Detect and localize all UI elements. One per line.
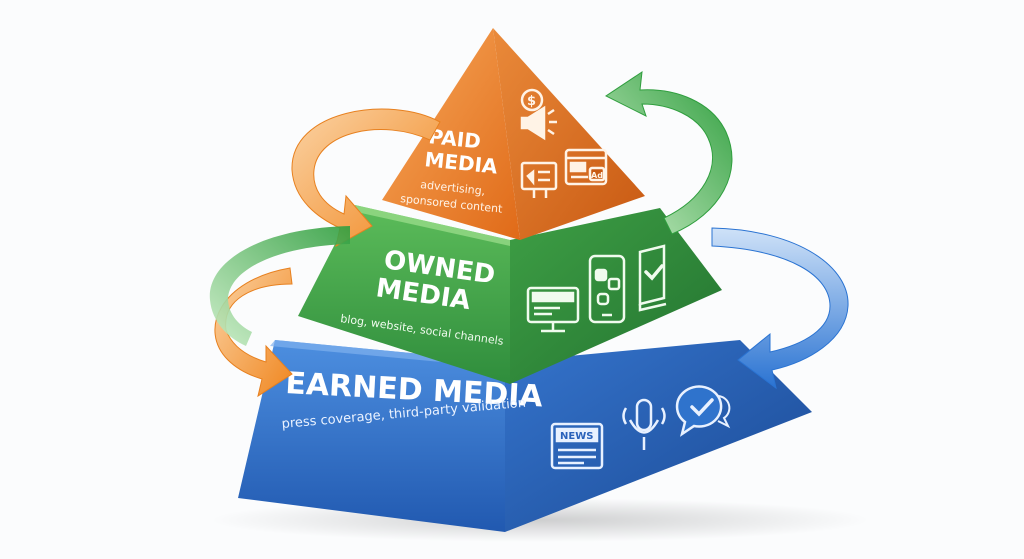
browser-ad-icon: Ad xyxy=(564,148,608,186)
earned-front-face xyxy=(238,340,505,532)
paid-front-face xyxy=(382,28,520,240)
book-check-icon xyxy=(638,244,667,312)
smartphone-social-icon xyxy=(588,254,626,324)
chat-check-icon xyxy=(675,385,731,437)
megaphone-icon xyxy=(520,105,557,141)
billboard-icon xyxy=(520,161,558,198)
microphone-icon xyxy=(622,398,666,450)
monitor-icon xyxy=(526,286,580,333)
green-arrow-top-right xyxy=(605,70,733,235)
earned-side-face xyxy=(505,340,812,532)
owned-media-tier: OWNED MEDIA blog, website, social channe… xyxy=(298,205,722,384)
owned-side-face xyxy=(510,208,722,384)
svg-text:$: $ xyxy=(527,94,536,109)
paid-media-tier: PAID MEDIA advertising, sponsored conten… xyxy=(382,28,645,240)
owned-front-face xyxy=(298,205,510,384)
green-arrow-left xyxy=(209,226,350,346)
paid-side-face xyxy=(493,28,645,240)
earned-media-tier: EARNED MEDIA press coverage, third-party… xyxy=(238,340,812,532)
ad-badge-label: Ad xyxy=(591,171,603,180)
newspaper-label: NEWS xyxy=(560,431,593,442)
newspaper-icon: NEWS xyxy=(550,422,604,470)
dollar-coin-icon: $ xyxy=(520,88,544,112)
blue-arrow-right xyxy=(711,227,849,390)
